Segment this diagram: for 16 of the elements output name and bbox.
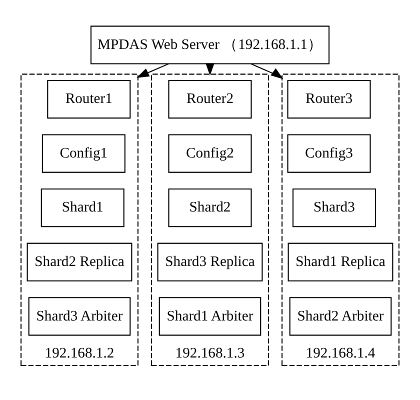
node-box: Config3 [287,134,371,173]
node-box: Config2 [168,134,252,173]
node-box: Shard2 [168,188,252,228]
node-box: Shard3 Replica [157,242,263,282]
node-box: Shard2 Replica [26,242,132,282]
node-box: Router2 [168,80,252,119]
node-box: Shard3 Arbiter [28,297,131,336]
node-box: Shard2 Arbiter [289,297,392,336]
node-box: MPDAS Web Server （192.168.1.1） [90,26,330,64]
node-box: Shard3 [292,188,376,228]
node-box: Router1 [47,80,131,119]
node-box: Config1 [42,134,126,173]
node-box: Shard1 Arbiter [158,297,262,336]
node-box: Router3 [287,80,371,119]
node-box: Shard1 Replica [288,242,394,282]
node-box: Shard1 [40,188,124,228]
